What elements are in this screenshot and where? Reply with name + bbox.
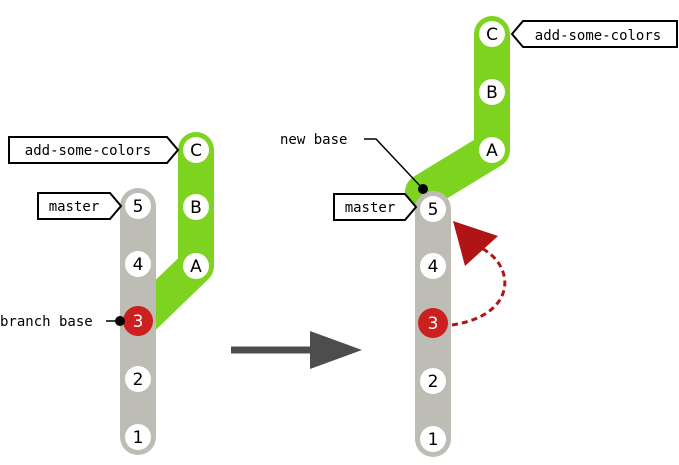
svg-text:B: B (486, 83, 498, 103)
after-master-tag[interactable]: master (333, 193, 418, 221)
before-master-tag[interactable]: master (37, 192, 123, 220)
rebase-arrowhead (453, 221, 498, 266)
after-panel: 5 4 3 2 1 A B C (280, 16, 678, 457)
before-commit-5[interactable]: 5 (125, 193, 151, 219)
svg-text:master: master (49, 199, 100, 215)
before-branch-tag[interactable]: add-some-colors (8, 136, 180, 164)
after-commit-3-highlighted[interactable]: 3 (418, 308, 448, 338)
svg-text:add-some-colors: add-some-colors (535, 28, 661, 44)
after-branch-tag[interactable]: add-some-colors (510, 20, 678, 48)
svg-text:1: 1 (428, 430, 439, 450)
branch-base-annotation: branch base (0, 314, 125, 330)
new-base-dot (418, 184, 428, 194)
transition-arrow (231, 331, 362, 369)
svg-text:4: 4 (428, 257, 439, 277)
svg-text:4: 4 (133, 255, 144, 275)
svg-text:C: C (190, 141, 202, 161)
before-commit-C[interactable]: C (183, 137, 209, 163)
after-commit-4[interactable]: 4 (420, 253, 446, 279)
after-commit-B[interactable]: B (479, 79, 505, 105)
svg-text:3: 3 (428, 314, 439, 334)
new-base-annotation: new base (280, 132, 428, 194)
after-commit-1[interactable]: 1 (420, 426, 446, 452)
svg-text:A: A (190, 257, 202, 277)
before-commit-3-highlighted[interactable]: 3 (123, 306, 153, 336)
svg-text:1: 1 (133, 428, 144, 448)
svg-text:A: A (486, 141, 498, 161)
svg-text:3: 3 (133, 312, 144, 332)
before-commit-A[interactable]: A (183, 253, 209, 279)
svg-text:C: C (486, 25, 498, 45)
after-branch-line (405, 16, 510, 210)
new-base-label: new base (280, 132, 347, 148)
svg-text:master: master (345, 200, 396, 216)
svg-text:add-some-colors: add-some-colors (25, 143, 151, 159)
svg-text:5: 5 (428, 200, 439, 220)
before-commit-B[interactable]: B (183, 194, 209, 220)
svg-text:5: 5 (133, 197, 144, 217)
svg-text:2: 2 (428, 372, 439, 392)
after-commit-A[interactable]: A (479, 137, 505, 163)
after-commit-2[interactable]: 2 (420, 368, 446, 394)
before-panel: 5 4 3 2 1 A B C (0, 132, 214, 455)
after-commit-C[interactable]: C (479, 21, 505, 47)
svg-text:2: 2 (133, 370, 144, 390)
branch-base-dot (115, 316, 125, 326)
before-commit-2[interactable]: 2 (125, 366, 151, 392)
rebase-arrow (451, 221, 507, 327)
svg-text:B: B (190, 198, 202, 218)
branch-base-label: branch base (0, 314, 93, 330)
before-commit-4[interactable]: 4 (125, 251, 151, 277)
after-commit-5[interactable]: 5 (420, 196, 446, 222)
before-commit-1[interactable]: 1 (125, 424, 151, 450)
